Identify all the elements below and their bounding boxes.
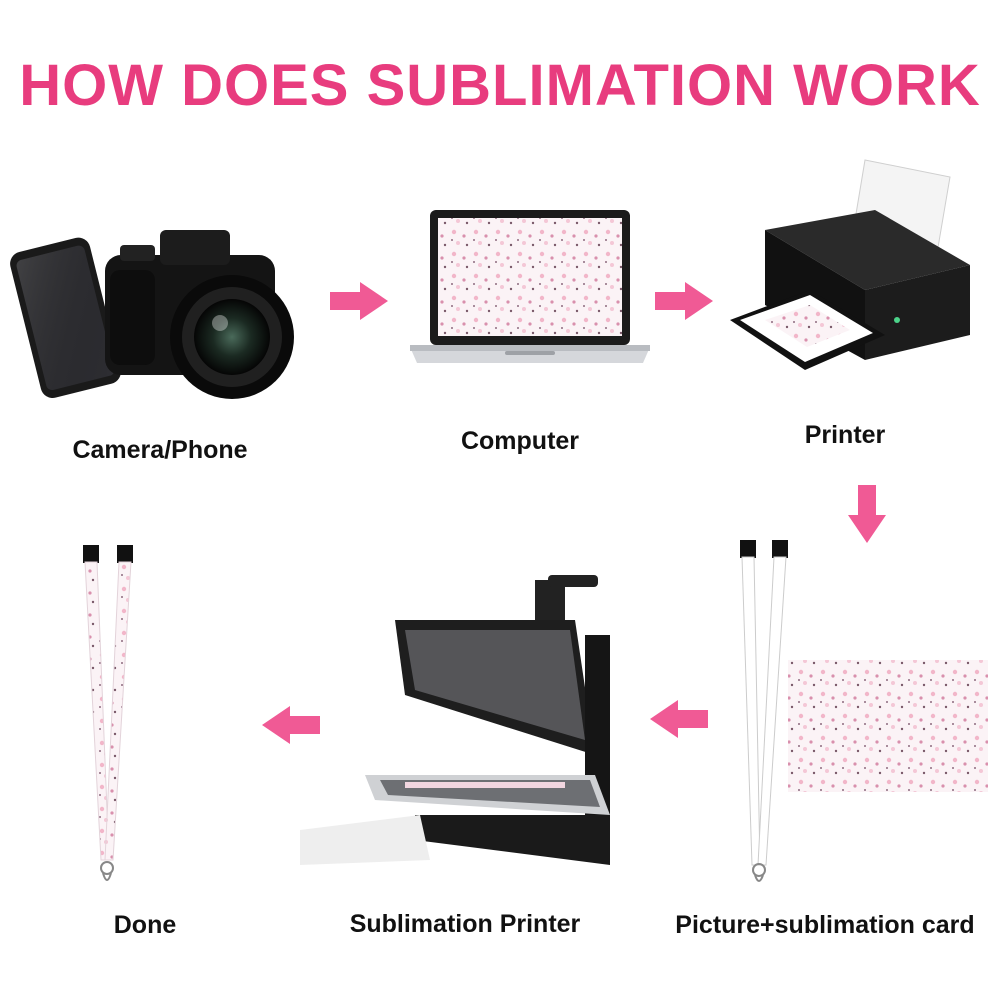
- step-label-done: Done: [113, 911, 177, 939]
- step-label-camera-phone: Camera/Phone: [72, 436, 248, 464]
- heat-press-icon: [300, 575, 610, 865]
- step-label-printer: Printer: [804, 421, 886, 449]
- arrow-right-icon: [330, 282, 388, 320]
- printed-lanyard-icon: [83, 545, 133, 881]
- arrow-left-icon: [262, 706, 320, 744]
- step-label-picture-sublimation-card: Picture+sublimation card: [675, 911, 975, 939]
- lanyard-blank-and-print-icon: [740, 540, 988, 882]
- arrow-left-icon: [650, 700, 708, 738]
- step-label-computer: Computer: [460, 427, 580, 455]
- step-label-sublimation-printer: Sublimation Printer: [349, 910, 581, 938]
- camera-phone-icon: [10, 230, 294, 399]
- page-title: HOW DOES SUBLIMATION WORK: [19, 53, 981, 118]
- printer-icon: [730, 159, 970, 370]
- arrow-down-icon: [848, 485, 886, 543]
- laptop-icon: [410, 210, 650, 363]
- arrow-right-icon: [655, 282, 713, 320]
